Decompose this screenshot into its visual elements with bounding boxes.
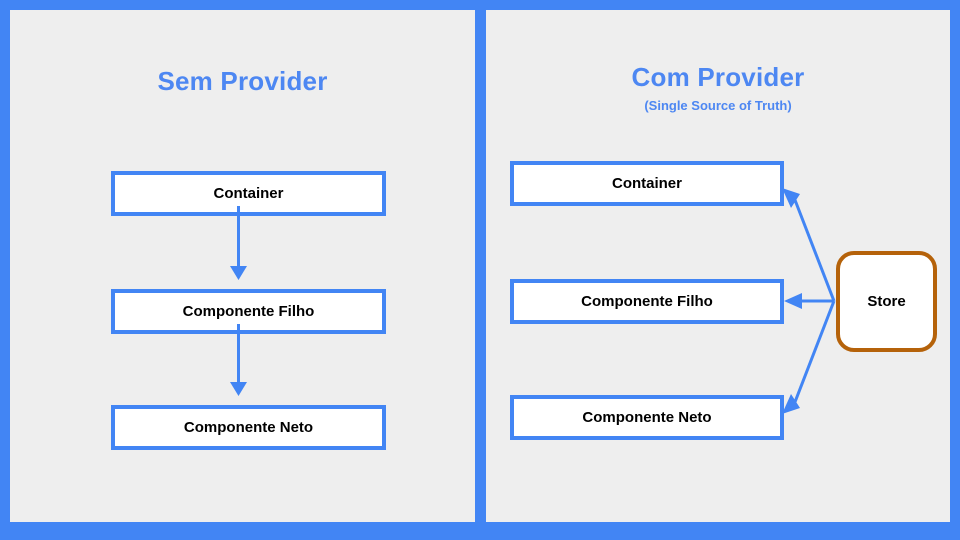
node-left-componente-neto[interactable]: Componente Neto bbox=[111, 405, 386, 450]
node-right-container[interactable]: Container bbox=[510, 161, 784, 206]
panel-sem-provider: Sem Provider Container Componente Filho … bbox=[10, 10, 475, 522]
panel-left-title: Sem Provider bbox=[157, 66, 328, 96]
node-right-componente-neto[interactable]: Componente Neto bbox=[510, 395, 784, 440]
node-right-componente-filho-label: Componente Filho bbox=[581, 293, 713, 310]
node-left-componente-filho-label: Componente Filho bbox=[182, 303, 315, 320]
node-store[interactable]: Store bbox=[836, 251, 937, 352]
node-right-componente-neto-label: Componente Neto bbox=[582, 409, 712, 426]
node-right-container-label: Container bbox=[611, 175, 682, 192]
node-left-componente-filho[interactable]: Componente Filho bbox=[111, 289, 386, 334]
node-left-container[interactable]: Container bbox=[111, 171, 386, 216]
node-left-container-label: Container bbox=[213, 185, 284, 202]
node-store-label: Store bbox=[867, 293, 906, 310]
panel-right-subtitle: (Single Source of Truth) bbox=[644, 98, 792, 113]
panel-right-title: Com Provider bbox=[631, 62, 805, 92]
node-right-componente-filho[interactable]: Componente Filho bbox=[510, 279, 784, 324]
node-left-componente-neto-label: Componente Neto bbox=[183, 419, 314, 436]
